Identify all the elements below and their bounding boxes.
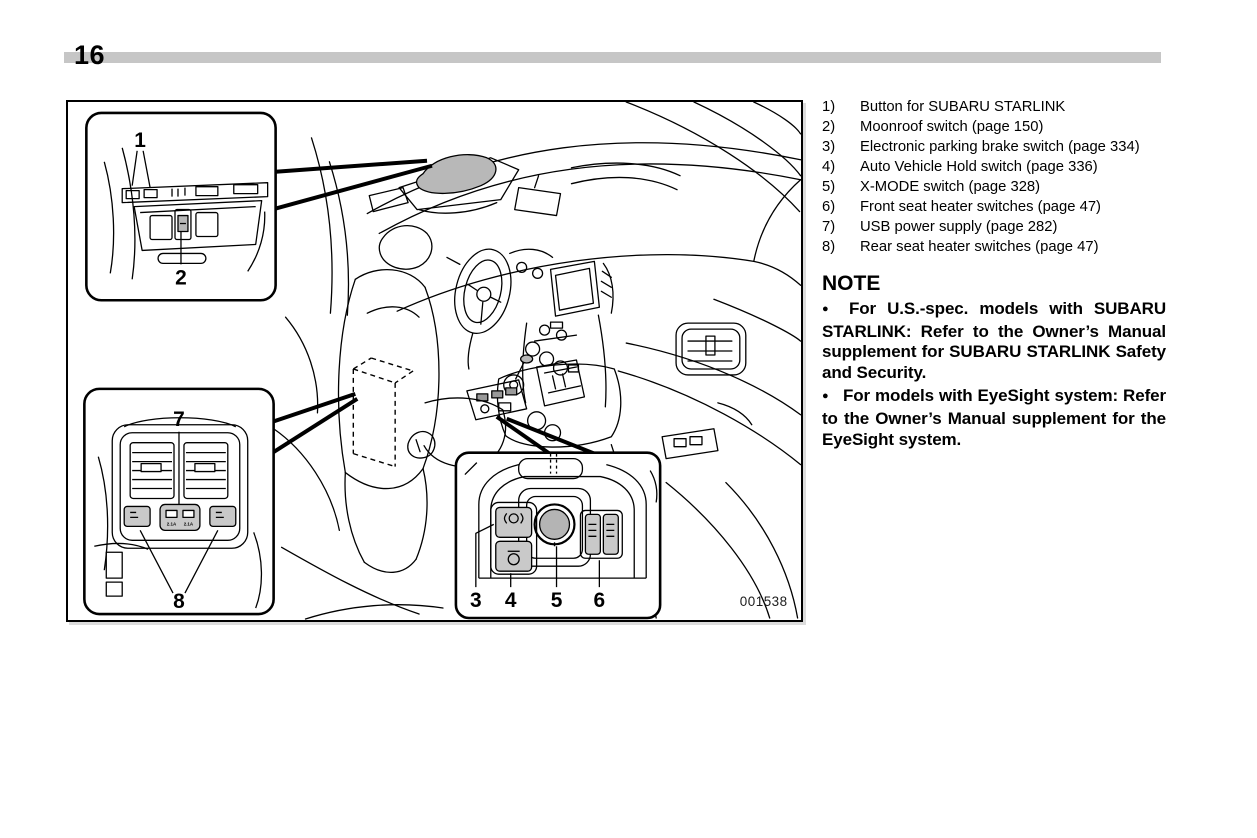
- callout-number-2: 2: [175, 266, 187, 289]
- list-item: 3) Electronic parking brake switch (page…: [822, 137, 1166, 157]
- list-item-label: Electronic parking brake switch (page 33…: [860, 139, 1140, 155]
- list-item-label: Front seat heater switches (page 47): [860, 199, 1101, 215]
- page-number: 16: [74, 40, 106, 70]
- header-rule: [64, 52, 1161, 63]
- list-item: 7) USB power supply (page 282): [822, 217, 1166, 237]
- callout-number-6: 6: [594, 589, 606, 612]
- list-item-number: 2): [822, 119, 836, 135]
- list-item: 6) Front seat heater switches (page 47): [822, 197, 1166, 217]
- list-item: 1) Button for SUBARU STARLINK: [822, 97, 1166, 117]
- list-item: 4) Auto Vehicle Hold switch (page 336): [822, 157, 1166, 177]
- callout-box-rear-console: 2.1A 2.1A 7 8: [83, 387, 275, 616]
- list-item-label: USB power supply (page 282): [860, 219, 1058, 235]
- list-item-number: 6): [822, 199, 836, 215]
- parts-list: 1) Button for SUBARU STARLINK 2) Moonroo…: [822, 97, 1166, 257]
- interior-diagram: 1 2: [83, 102, 801, 620]
- note-text: For models with EyeSight system: Refer t…: [822, 386, 1167, 449]
- bullet-icon: ●: [822, 303, 835, 315]
- callout-number-7: 7: [173, 408, 185, 431]
- list-item-label: Rear seat heater switches (page 47): [860, 239, 1099, 255]
- list-item-number: 4): [822, 159, 836, 175]
- interior-overview-figure: 1 2: [66, 100, 803, 622]
- list-item: 2) Moonroof switch (page 150): [822, 117, 1166, 137]
- list-item: 5) X-MODE switch (page 328): [822, 177, 1166, 197]
- bullet-icon: ●: [822, 390, 829, 403]
- list-item-label: Moonroof switch (page 150): [860, 119, 1044, 135]
- leader-arrows: [271, 158, 596, 456]
- note-bullet-item: ●For U.S.-spec. models with SUBARU STARL…: [822, 299, 1166, 383]
- figure-code: 001538: [740, 594, 788, 609]
- list-item-label: Auto Vehicle Hold switch (page 336): [860, 159, 1098, 175]
- armrest-dashed-box: [352, 357, 414, 468]
- list-item: 8) Rear seat heater switches (page 47): [822, 237, 1166, 257]
- callout-box-overhead: 1 2: [85, 111, 277, 302]
- callout-number-8: 8: [173, 590, 185, 613]
- callout-number-1: 1: [134, 129, 146, 152]
- note-bullet-item: ●For models with EyeSight system: Refer …: [822, 386, 1166, 450]
- note-text: For U.S.-spec. models with SUBARU STARLI…: [822, 299, 1167, 382]
- list-item-number: 8): [822, 239, 836, 255]
- callout-number-3: 3: [470, 589, 482, 612]
- list-item-label: X-MODE switch (page 328): [860, 179, 1041, 195]
- callout-box-center-console: 3 4 5 6: [454, 451, 662, 620]
- callout-number-5: 5: [551, 589, 563, 612]
- list-item-number: 7): [822, 219, 836, 235]
- usb-amp-label: 2.1A: [184, 521, 194, 526]
- usb-amp-label: 2.1A: [167, 521, 177, 526]
- right-column: 1) Button for SUBARU STARLINK 2) Moonroo…: [822, 97, 1166, 450]
- car-interior-sketch: [272, 102, 801, 620]
- list-item-label: Button for SUBARU STARLINK: [860, 99, 1066, 115]
- list-item-number: 3): [822, 139, 836, 155]
- list-item-number: 5): [822, 179, 836, 195]
- note-heading: NOTE: [822, 272, 881, 295]
- callout-number-4: 4: [505, 589, 517, 612]
- list-item-number: 1): [822, 99, 836, 115]
